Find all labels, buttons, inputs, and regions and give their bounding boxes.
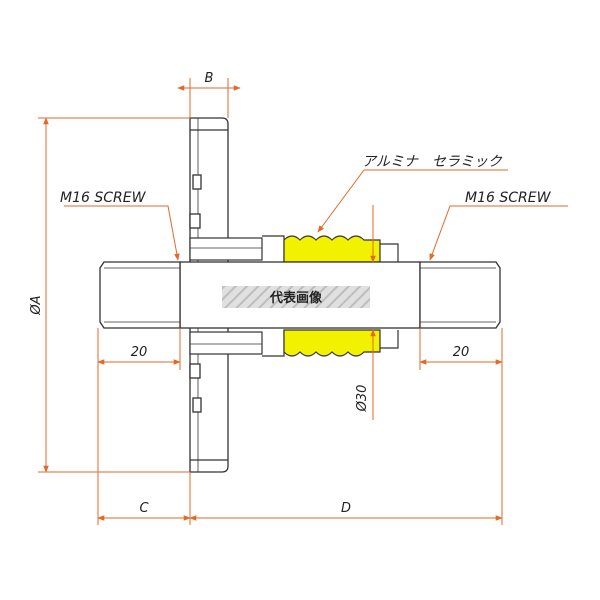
dimension-right-20-label: 20 xyxy=(453,345,470,360)
right-cap xyxy=(380,243,399,349)
dimension-diameter-a-label: ØA xyxy=(29,295,44,315)
right-screw-label: M16 SCREW xyxy=(465,190,552,206)
representative-image-hatch xyxy=(222,286,370,308)
ceramic-label: アルミナ セラミック xyxy=(362,154,503,170)
right-screw xyxy=(419,261,501,329)
dimension-lines xyxy=(38,78,568,525)
representative-image-label: 代表画像 xyxy=(269,290,323,306)
dimension-left-20-label: 20 xyxy=(131,345,148,360)
ceramic-insulator xyxy=(283,235,381,357)
dimension-d-label: D xyxy=(341,501,351,516)
left-screw xyxy=(99,261,181,329)
dimension-c-label: C xyxy=(139,501,149,516)
left-screw-label: M16 SCREW xyxy=(60,190,147,206)
hub xyxy=(189,235,285,357)
dimension-diameter-30-label: Ø30 xyxy=(355,385,370,413)
dimension-b-label: B xyxy=(205,71,214,86)
